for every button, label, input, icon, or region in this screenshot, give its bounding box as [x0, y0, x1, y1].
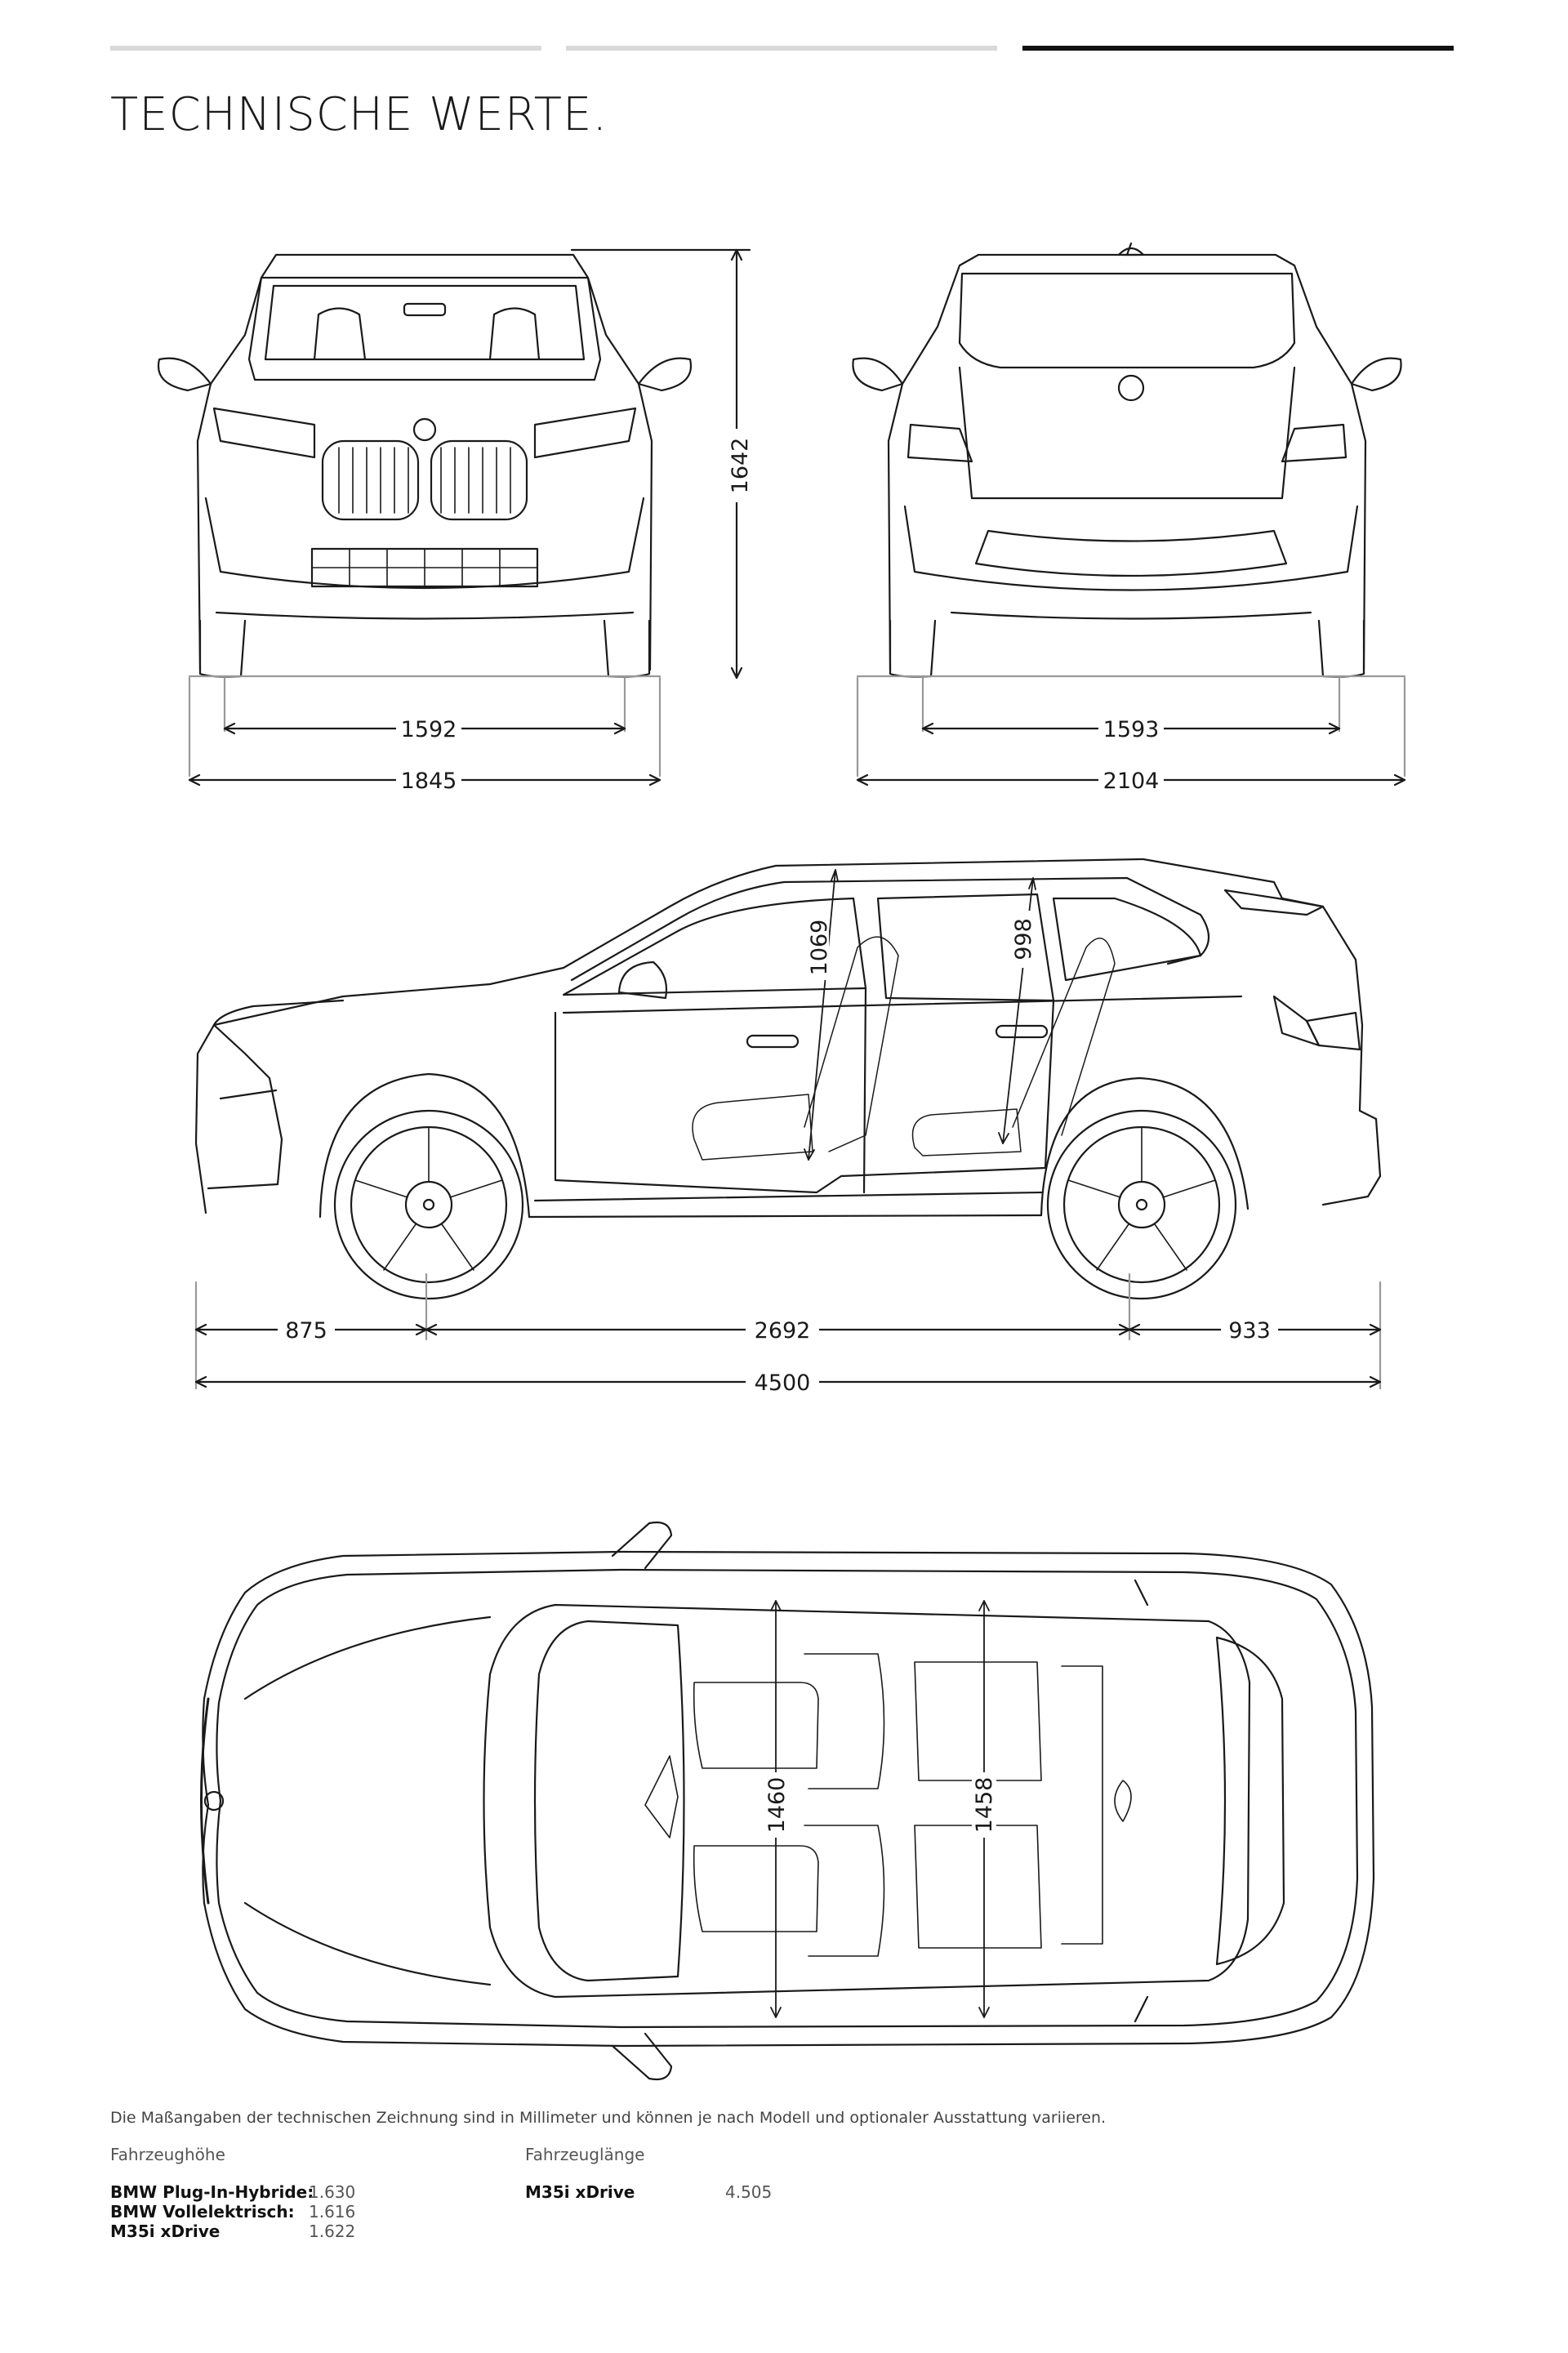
length-row-value-1: 4.505 — [725, 2182, 773, 2202]
wheelbase-label: 2692 — [755, 1318, 811, 1344]
height-row-name-1: BMW Plug-In-Hybride: — [110, 2182, 314, 2202]
length-label: 4500 — [755, 1370, 811, 1396]
progress-segment-3 — [1022, 46, 1454, 51]
rear-view — [852, 242, 1406, 678]
page-title: TECHNISCHE WERTE. — [110, 88, 608, 141]
front-track-label: 1592 — [401, 717, 457, 742]
height-label: 1642 — [728, 438, 753, 494]
front-overhang-label: 875 — [285, 1318, 327, 1344]
shoulder-dimensions: 1460 1458 — [764, 1600, 997, 2018]
front-width-dimensions: 1592 1845 — [188, 676, 662, 795]
headroom-dimensions: 1069 998 — [804, 869, 1036, 1161]
length-table-label: Fahrzeuglänge — [525, 2145, 645, 2164]
width-mirrors-label: 2104 — [1103, 769, 1160, 794]
shoulder-rear-label: 1458 — [972, 1777, 997, 1834]
height-row-value-2: 1.616 — [309, 2202, 356, 2222]
height-dimension: 1642 — [570, 248, 753, 680]
rear-overhang-label: 933 — [1228, 1318, 1271, 1344]
height-row-name-3: M35i xDrive — [110, 2222, 220, 2241]
shoulder-front-label: 1460 — [764, 1777, 790, 1834]
length-dimensions: 875 2692 933 4500 — [194, 1272, 1382, 1397]
dimensions-note: Die Maßangaben der technischen Zeichnung… — [110, 2109, 1107, 2127]
side-view — [194, 858, 1382, 1300]
height-table-label: Fahrzeughöhe — [110, 2145, 225, 2164]
headroom-front-label: 1069 — [807, 920, 832, 976]
height-row-name-2: BMW Vollelektrisch: — [110, 2202, 295, 2222]
height-row-value-1: 1.630 — [309, 2182, 356, 2202]
width-label: 1845 — [401, 769, 457, 794]
progress-segment-2 — [566, 46, 997, 51]
technical-drawing: 1642 1592 1845 — [157, 242, 1406, 2081]
rear-track-label: 1593 — [1103, 717, 1160, 742]
height-row-value-3: 1.622 — [309, 2222, 356, 2241]
front-view — [157, 253, 693, 678]
progress-segment-1 — [110, 46, 541, 51]
headroom-rear-label: 998 — [1011, 918, 1036, 960]
rear-width-dimensions: 1593 2104 — [856, 676, 1406, 795]
length-row-name-1: M35i xDrive — [525, 2182, 635, 2202]
